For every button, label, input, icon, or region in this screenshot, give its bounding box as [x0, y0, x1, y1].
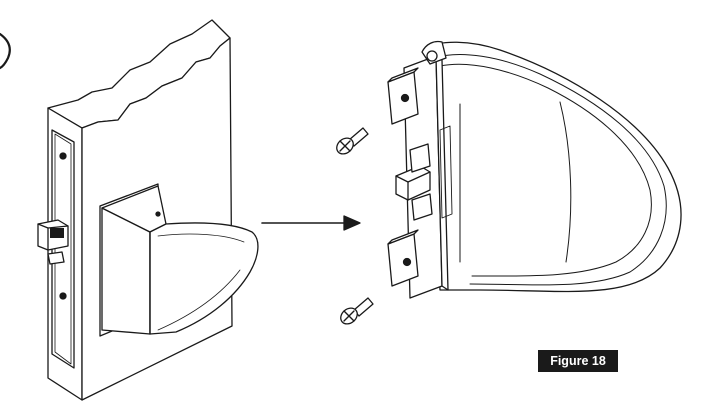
direction-arrow: [261, 215, 361, 231]
faceplate-inner: [54, 133, 72, 365]
faceplate-screw-top: [59, 152, 67, 160]
housing-outer-shell: [425, 41, 682, 293]
screw-top: [336, 127, 369, 155]
installed-lever-trim: [99, 183, 259, 337]
lever-handle: [149, 222, 259, 335]
latch-bolt: [37, 219, 69, 251]
faceplate: [51, 129, 75, 369]
deadlatch-plunger: [47, 251, 65, 265]
lever-housing: [387, 40, 682, 299]
faceplate-screw-bottom: [59, 292, 67, 300]
screw-bottom: [340, 297, 374, 325]
cropped-callout-marker: [0, 32, 11, 70]
figure-label: Figure 18: [538, 350, 618, 372]
